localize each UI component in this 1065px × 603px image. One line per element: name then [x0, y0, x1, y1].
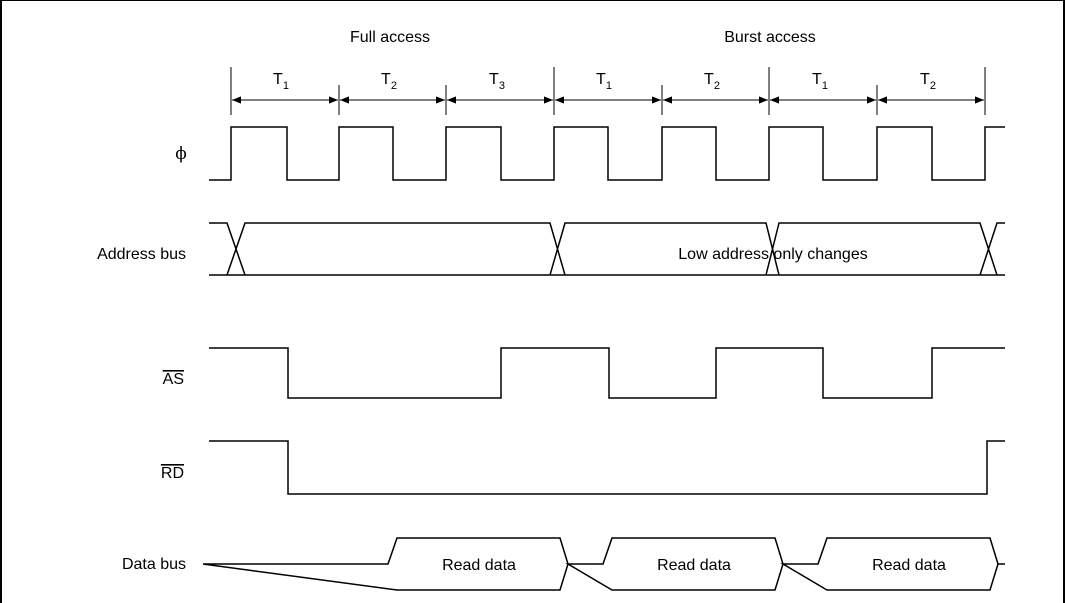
state-label: T3 — [489, 71, 505, 92]
burst-access-header: Burst access — [724, 29, 816, 46]
phi-waveform — [209, 126, 1005, 181]
state-labels: T1 T2 T3 T1 T2 T1 T2 — [273, 71, 936, 92]
address-note: Low address only changes — [678, 246, 867, 263]
state-label: T2 — [920, 71, 936, 92]
address-bus-label: Address bus — [97, 246, 186, 263]
state-boundaries — [230, 67, 986, 115]
address-bus-waveform — [209, 222, 1005, 276]
as-label: AS — [163, 371, 184, 388]
full-access-header: Full access — [350, 29, 430, 46]
state-label: T1 — [596, 71, 612, 92]
read-data-label: Read data — [657, 557, 731, 574]
read-data-label: Read data — [442, 557, 516, 574]
data-bus-label: Data bus — [122, 556, 186, 573]
rd-waveform — [209, 440, 1005, 495]
state-label: T2 — [704, 71, 720, 92]
data-bus-waveform — [202, 537, 1005, 591]
state-label: T2 — [381, 71, 397, 92]
rd-label: RD — [161, 465, 184, 482]
state-label: T1 — [812, 71, 828, 92]
as-waveform — [209, 347, 1005, 399]
state-label: T1 — [273, 71, 289, 92]
phi-label: ϕ — [175, 144, 187, 164]
read-data-label: Read data — [872, 557, 946, 574]
